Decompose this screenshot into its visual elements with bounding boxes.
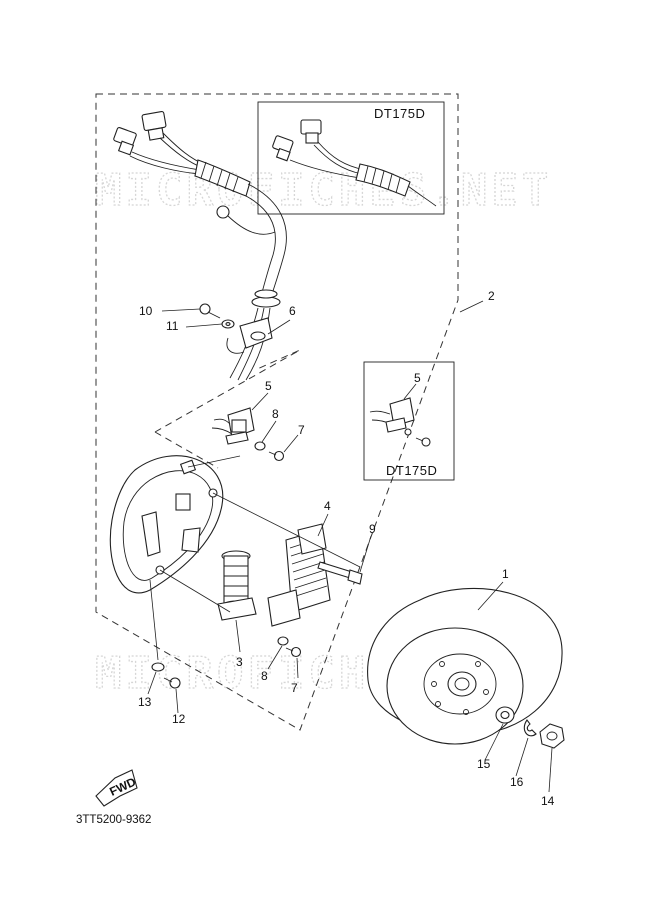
washer-8 [254,441,266,451]
leader-3 [235,619,241,653]
callout-5-variant: 5 [414,371,421,385]
callout-2: 2 [488,289,495,303]
callout-6: 6 [289,304,296,318]
leader-10 [161,308,201,312]
leader-12 [175,688,179,714]
screw-10 [199,303,221,319]
washer-8b [277,636,289,646]
leader-7 [283,434,299,453]
stator-section-divider [154,431,219,469]
leader-7b [296,657,299,679]
variant-wire-harness [272,119,437,207]
stator-base-plate [109,455,224,594]
wire-harness [113,110,287,381]
callout-16: 16 [510,775,524,789]
leader-1 [477,581,504,611]
callout-13: 13 [138,695,152,709]
leader-4 [317,513,329,537]
callout-3: 3 [236,655,243,669]
leader-8 [261,420,277,443]
lighting-coil [267,523,331,627]
callout-12: 12 [172,712,186,726]
screw-9 [317,561,363,585]
leader-15 [484,723,504,761]
variant-pickup-coil [369,397,431,447]
forward-arrow-icon: FWD [95,769,138,807]
variant-label-right: DT175D [386,463,437,478]
callout-1: 1 [502,567,509,581]
leader-6 [267,319,291,335]
diagram-code: 3TT5200-9362 [76,814,151,826]
variant-box-top [257,101,445,215]
callout-9: 9 [369,522,376,536]
callout-5: 5 [265,379,272,393]
leader-2 [459,300,484,313]
leader-16 [515,737,529,777]
callout-7: 7 [298,423,305,437]
washer-15 [495,706,515,724]
leader-13 [147,671,157,695]
variant-label-top: DT175D [374,106,425,121]
callout-10: 10 [139,304,153,318]
variant-box-right [363,361,455,481]
pickup-coil [211,407,255,445]
washer-13 [151,662,165,672]
callout-8: 8 [272,407,279,421]
lock-washer-16 [523,719,537,737]
screw-7b [285,646,302,658]
callout-14: 14 [541,794,555,808]
flywheel-rotor [367,587,563,745]
leader-9 [359,535,372,573]
screw-12 [163,677,181,689]
callout-15: 15 [477,757,491,771]
source-coil [217,550,257,621]
leader-5b [403,383,417,400]
callout-8-bottom: 8 [261,669,268,683]
callout-7-bottom: 7 [291,681,298,695]
stator-assembly-outline [95,93,459,731]
leader-5 [251,392,269,411]
leader-14 [548,747,553,793]
watermark-top: MICROFICHES.NET [95,165,552,216]
nut-14 [539,723,565,749]
screw-7 [268,450,285,462]
wire-clamp [226,317,273,354]
washer-11 [221,319,235,329]
leader-8b [267,645,283,670]
callout-11: 11 [166,319,179,333]
leader-11 [185,323,223,328]
callout-4: 4 [324,499,331,513]
